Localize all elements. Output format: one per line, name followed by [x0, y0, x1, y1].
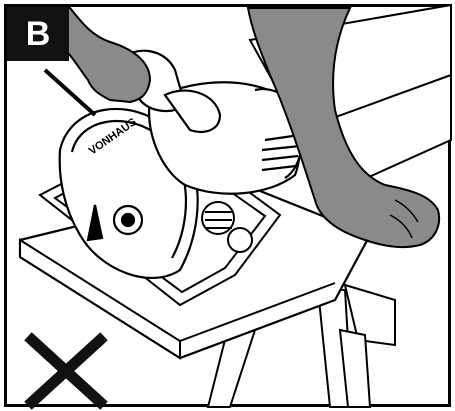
right-arm: [246, 7, 440, 249]
left-hand: [59, 7, 152, 104]
cross-icon: [24, 332, 108, 410]
depth-knob: [201, 201, 253, 253]
step-badge: B: [7, 7, 69, 61]
